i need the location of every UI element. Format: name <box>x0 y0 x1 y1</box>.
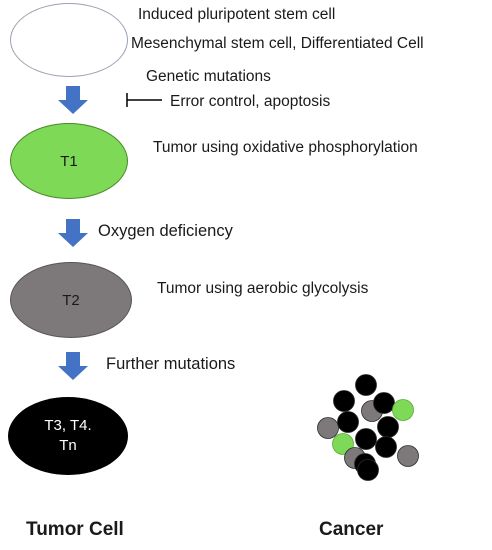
cancer-cell-circle <box>375 436 397 458</box>
origin-cell-ellipse <box>10 3 128 77</box>
cancer-cell-circle <box>357 459 379 481</box>
t2-label: T2 <box>62 291 80 309</box>
cancer-cell-circle <box>332 433 354 455</box>
down-arrow-icon <box>58 219 88 247</box>
error-control-label: Error control, apoptosis <box>170 93 331 110</box>
down-arrow-icon <box>58 352 88 380</box>
t1-description: Tumor using oxidative phosphorylation <box>153 139 418 156</box>
cancer-cell-circle <box>392 399 414 421</box>
origin-label-line1: Induced pluripotent stem cell <box>138 6 336 23</box>
cancer-cell-circle <box>373 392 395 414</box>
cancer-cell-circle <box>377 416 399 438</box>
t1-cell-ellipse: T1 <box>10 123 128 199</box>
t2-cell-ellipse: T2 <box>10 262 132 338</box>
t1-label: T1 <box>60 152 78 170</box>
origin-label-line2: Mesenchymal stem cell, Differentiated Ce… <box>131 35 424 52</box>
further-mutations-label: Further mutations <box>106 355 236 373</box>
t2-description: Tumor using aerobic glycolysis <box>157 280 369 297</box>
cancer-cell-circle <box>361 400 383 422</box>
t3-label-line2: Tn <box>59 437 77 454</box>
cancer-cell-circle <box>333 390 355 412</box>
genetic-mutations-label: Genetic mutations <box>146 68 271 85</box>
tumor-cell-caption: Tumor Cell <box>26 519 124 540</box>
t3-cell-ellipse: T3, T4. Tn <box>8 397 128 475</box>
cancer-cell-circle <box>317 417 339 439</box>
down-arrow-icon <box>58 86 88 114</box>
cancer-caption: Cancer <box>319 519 384 540</box>
t3-label-line1: T3, T4. <box>44 416 92 434</box>
cancer-cell-circle <box>354 453 376 475</box>
cancer-cell-circle <box>355 374 377 396</box>
oxygen-deficiency-label: Oxygen deficiency <box>98 222 233 240</box>
cancer-cell-circle <box>344 447 366 469</box>
cancer-cell-circle <box>397 445 419 467</box>
cancer-cell-circle <box>355 428 377 450</box>
cancer-cell-circle <box>337 411 359 433</box>
